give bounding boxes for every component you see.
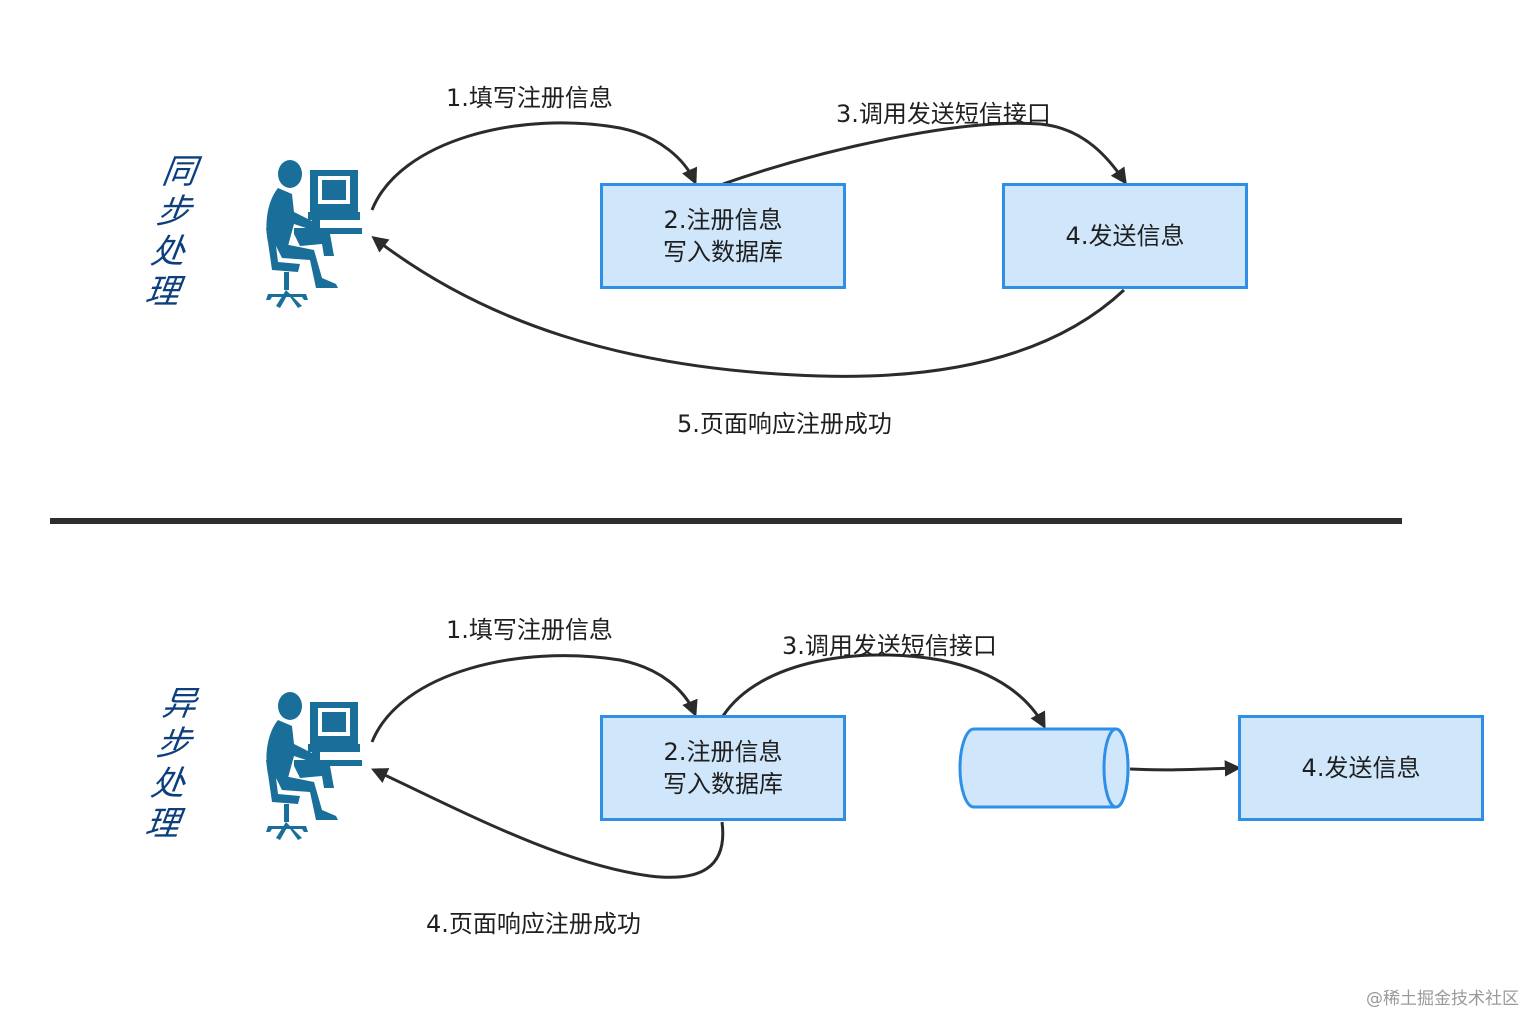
title-char: 处	[148, 232, 188, 272]
box-line: 4.发送信息	[1301, 754, 1421, 782]
async-step4-label: 4.页面响应注册成功	[426, 910, 641, 938]
async-step1-label: 1.填写注册信息	[446, 616, 613, 644]
box-line: 4.发送信息	[1065, 222, 1185, 250]
arrow-sync-step1	[370, 121, 698, 211]
async-send-message-box: 4.发送信息	[1238, 715, 1484, 821]
user-at-computer-icon	[266, 692, 362, 840]
arrow-async-step1	[370, 654, 698, 743]
sync-step5-label: 5.页面响应注册成功	[677, 410, 892, 438]
message-queue-icon	[958, 727, 1130, 809]
section-divider	[50, 518, 1402, 524]
watermark-text: @稀土掘金技术社区	[1366, 989, 1519, 1009]
sync-step1-label: 1.填写注册信息	[446, 84, 613, 112]
title-char: 理	[142, 272, 183, 312]
title-char: 异	[159, 684, 200, 724]
arrow-queue-to-send	[1129, 760, 1242, 777]
title-char: 处	[148, 764, 188, 804]
box-line: 写入数据库	[663, 770, 783, 798]
box-line: 写入数据库	[663, 238, 783, 266]
title-char: 步	[154, 724, 194, 764]
arrow-async-step4	[371, 768, 725, 879]
async-db-write-box: 2.注册信息 写入数据库	[600, 715, 846, 821]
sync-db-write-box: 2.注册信息 写入数据库	[600, 183, 846, 289]
arrow-sync-step5	[371, 235, 1126, 378]
box-line: 2.注册信息	[663, 206, 783, 234]
user-at-computer-icon	[266, 160, 362, 308]
sync-step3-label: 3.调用发送短信接口	[836, 100, 1051, 128]
sync-send-message-box: 4.发送信息	[1002, 183, 1248, 289]
title-char: 同	[159, 152, 200, 192]
async-step3-label: 3.调用发送短信接口	[782, 632, 997, 660]
box-line: 2.注册信息	[663, 738, 783, 766]
title-char: 理	[142, 804, 183, 844]
arrow-async-step3	[721, 653, 1046, 729]
arrow-sync-step3	[722, 121, 1127, 186]
title-char: 步	[154, 192, 194, 232]
